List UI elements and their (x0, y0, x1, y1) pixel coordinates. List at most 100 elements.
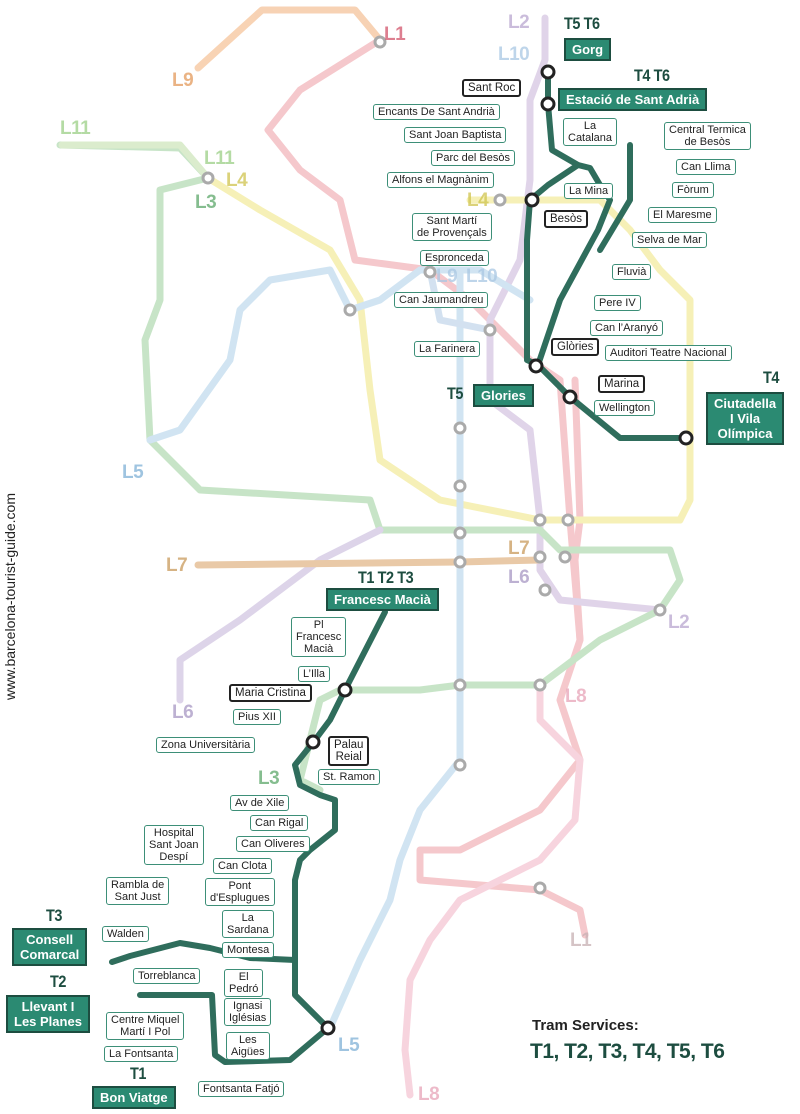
terminal-gorg[interactable]: Gorg (564, 38, 612, 61)
stop-pere-iv[interactable]: Pere IV (594, 295, 641, 311)
metro-interchange (453, 421, 467, 435)
stop-ignasi-iglesias[interactable]: Ignasi Iglésias (224, 998, 272, 1026)
stop-besos[interactable]: Besòs (544, 210, 588, 228)
stop-can-jaumandreu[interactable]: Can Jaumandreu (394, 292, 489, 308)
stop-torreblanca[interactable]: Torreblanca (133, 968, 201, 984)
stop-fluvia[interactable]: Fluvià (612, 264, 652, 280)
metro-interchange (533, 550, 547, 564)
stop-sant-roc[interactable]: Sant Roc (462, 79, 522, 97)
stop-la-sardana[interactable]: La Sardana (222, 910, 274, 938)
stop-montesa[interactable]: Montesa (222, 942, 275, 958)
tram-label-t3: T3 (46, 906, 63, 925)
metro-interchange (483, 323, 497, 337)
metro-label-l8: L8 (418, 1084, 440, 1105)
stop-rambla-sant-just[interactable]: Rambla de Sant Just (106, 877, 170, 905)
metro-label-l10: L10 (466, 266, 498, 287)
stop-st-ramon[interactable]: St. Ramon (318, 769, 380, 785)
metro-label-l2: L2 (668, 612, 690, 633)
stop-walden[interactable]: Walden (102, 926, 149, 942)
metro-line-l1-north (264, 36, 584, 644)
metro-label-l2: L2 (508, 12, 530, 33)
tram-label-t2: T2 (50, 972, 67, 991)
stop-can-rigal[interactable]: Can Rigal (250, 815, 309, 831)
metro-interchange (453, 479, 467, 493)
interchange-palau-reial (305, 734, 321, 750)
interchange-ciutadella (678, 430, 694, 446)
stop-marina[interactable]: Marina (598, 375, 646, 393)
stop-el-maresme[interactable]: El Maresme (648, 207, 717, 223)
stop-pl-francesc-macia[interactable]: Pl Francesc Macià (291, 617, 347, 657)
metro-label-l1: L1 (384, 24, 406, 45)
stop-espronceda[interactable]: Espronceda (420, 250, 489, 266)
stop-pont-esplugues[interactable]: Pont d'Esplugues (205, 878, 275, 906)
stop-zona-universitaria[interactable]: Zona Universitària (156, 737, 256, 753)
stop-sant-marti[interactable]: Sant Martí de Provençals (412, 213, 492, 241)
terminal-consell-comarcal[interactable]: Consell Comarcal (12, 928, 88, 966)
stop-la-farinera[interactable]: La Farinera (414, 341, 481, 357)
terminal-bon-viatge[interactable]: Bon Viatge (92, 1086, 176, 1109)
stop-sant-joan-baptista[interactable]: Sant Joan Baptista (404, 127, 507, 143)
stop-la-fontsanta[interactable]: La Fontsanta (104, 1046, 179, 1062)
stop-centre-miquel[interactable]: Centre Miquel Martí I Pol (106, 1012, 185, 1040)
metro-line-l2 (486, 14, 664, 614)
terminal-estacio-sant-adria[interactable]: Estació de Sant Adrià (558, 88, 708, 111)
stop-el-pedro[interactable]: El Pedró (224, 969, 264, 997)
terminal-francesc-macia[interactable]: Francesc Macià (326, 588, 439, 611)
metro-line-l3 (56, 141, 684, 794)
metro-label-l5: L5 (122, 462, 144, 483)
stop-can-oliveres[interactable]: Can Oliveres (236, 836, 310, 852)
metro-label-l9: L9 (172, 70, 194, 91)
terminal-llevant-les-planes[interactable]: Llevant I Les Planes (6, 995, 90, 1033)
metro-label-l3: L3 (195, 192, 217, 213)
stop-les-aigues[interactable]: Les Aigües (226, 1032, 270, 1060)
metro-interchange (453, 555, 467, 569)
metro-interchange (533, 513, 547, 527)
metro-line-l9 (194, 6, 384, 72)
stop-pius-xii[interactable]: Pius XII (233, 709, 281, 725)
metro-interchange (453, 678, 467, 692)
stop-av-de-xile[interactable]: Av de Xile (230, 795, 290, 811)
metro-interchange (561, 513, 575, 527)
metro-interchange (423, 265, 437, 279)
metro-line-l6 (176, 526, 384, 704)
stop-la-mina[interactable]: La Mina (564, 183, 614, 199)
stop-palau-reial[interactable]: Palau Reial (328, 736, 370, 766)
metro-interchange (343, 303, 357, 317)
stop-parc-besos[interactable]: Parc del Besòs (431, 150, 515, 166)
stop-selva-de-mar[interactable]: Selva de Mar (632, 232, 707, 248)
metro-label-l10: L10 (498, 44, 530, 65)
stop-la-catalana[interactable]: La Catalana (563, 118, 618, 146)
interchange-marina (562, 389, 578, 405)
metro-interchange (453, 526, 467, 540)
stop-maria-cristina[interactable]: Maria Cristina (229, 684, 312, 702)
interchange-sant-roc (540, 96, 556, 112)
metro-line-l7 (194, 556, 544, 569)
stop-auditori[interactable]: Auditori Teatre Nacional (605, 345, 732, 361)
stop-alfons[interactable]: Alfons el Magnànim (387, 172, 494, 188)
tram-label-t5: T5 (447, 384, 464, 403)
stop-forum[interactable]: Fòrum (672, 182, 714, 198)
stop-glories[interactable]: Glòries (551, 338, 600, 356)
tram-label-t1-t2-t3: T1 T2 T3 (358, 568, 414, 587)
metro-interchange (493, 193, 507, 207)
stop-hospital[interactable]: Hospital Sant Joan Despí (144, 825, 204, 865)
tram-line-t3-branch (109, 940, 298, 965)
stop-fontsanta-fatjo[interactable]: Fontsanta Fatjó (198, 1081, 285, 1097)
interchange-maria-cristina (337, 682, 353, 698)
terminal-glories[interactable]: Glories (473, 384, 534, 407)
metro-interchange (373, 35, 387, 49)
metro-label-l7: L7 (508, 538, 530, 559)
metro-interchange (533, 881, 547, 895)
stop-central-termica[interactable]: Central Termica de Besòs (664, 122, 751, 150)
stop-can-laranyo[interactable]: Can l’Aranyó (590, 320, 663, 336)
terminal-ciutadella[interactable]: Ciutadella I Vila Olímpica (706, 392, 785, 445)
stop-wellington[interactable]: Wellington (594, 400, 656, 416)
legend-services: T1, T2, T3, T4, T5, T6 (530, 1040, 725, 1063)
metro-line-l1-south (416, 376, 589, 939)
metro-line-l8 (401, 681, 584, 1099)
stop-encants[interactable]: Encants De Sant Andrià (373, 104, 500, 120)
stop-can-clota[interactable]: Can Clota (213, 858, 272, 874)
stop-lilla[interactable]: L’Illa (298, 666, 331, 682)
stop-can-llima[interactable]: Can Llima (676, 159, 736, 175)
